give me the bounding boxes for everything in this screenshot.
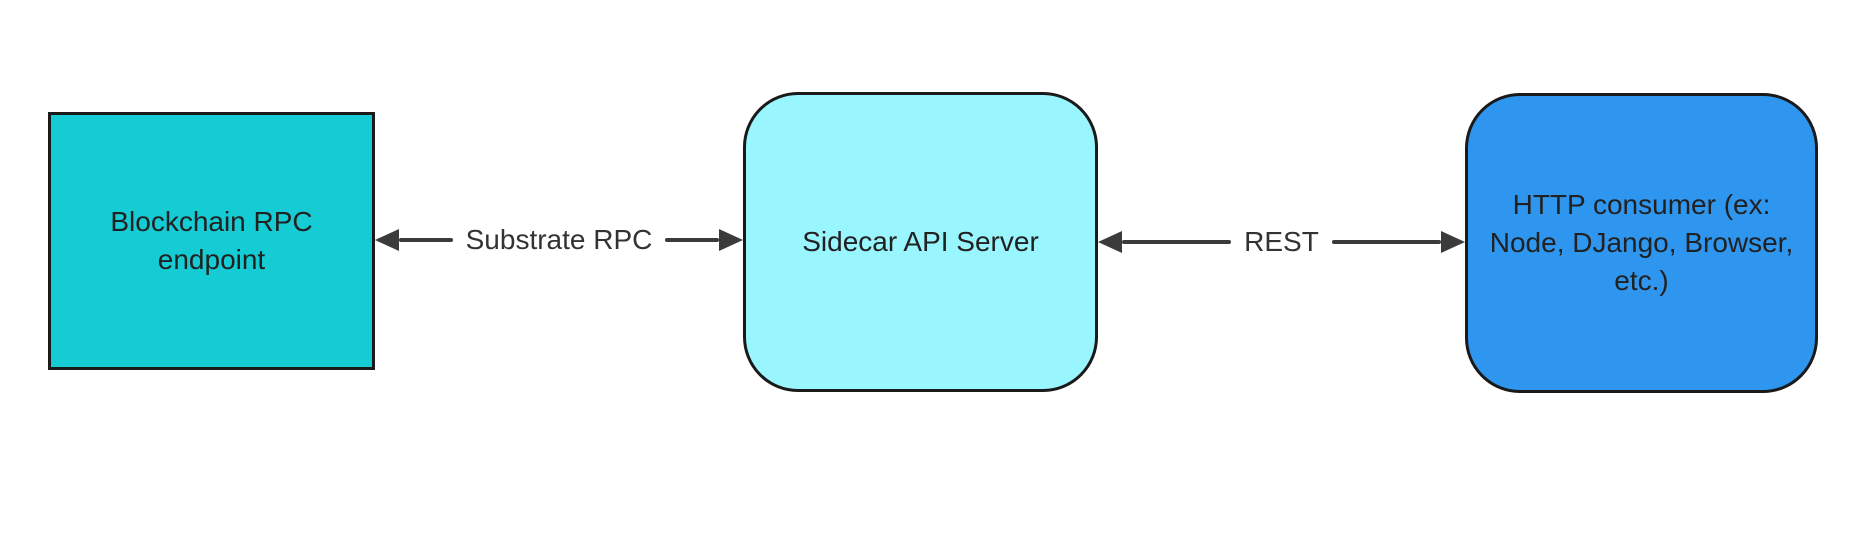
arrowhead-right-icon [1441,231,1465,253]
arrowhead-left-icon [1098,231,1122,253]
arrowhead-right-icon [719,229,743,251]
edge-label: REST [1244,226,1319,257]
edge-substrate-rpc: Substrate RPC [375,218,743,262]
node-http-consumer: HTTP consumer (ex: Node, DJango, Browser… [1465,93,1818,393]
edge-line [399,238,453,242]
node-label: HTTP consumer (ex: Node, DJango, Browser… [1489,189,1794,296]
edge-label: Substrate RPC [465,224,653,255]
edge-line [665,238,719,242]
node-sidecar-api-server: Sidecar API Server [743,92,1098,392]
edge-line [1122,240,1232,244]
node-label: Blockchain RPC endpoint [110,206,313,275]
arrowhead-left-icon [375,229,399,251]
node-label: Sidecar API Server [802,226,1039,257]
edge-line [1331,240,1441,244]
node-blockchain-rpc-endpoint: Blockchain RPC endpoint [48,112,375,370]
edge-rest: REST [1098,220,1465,264]
